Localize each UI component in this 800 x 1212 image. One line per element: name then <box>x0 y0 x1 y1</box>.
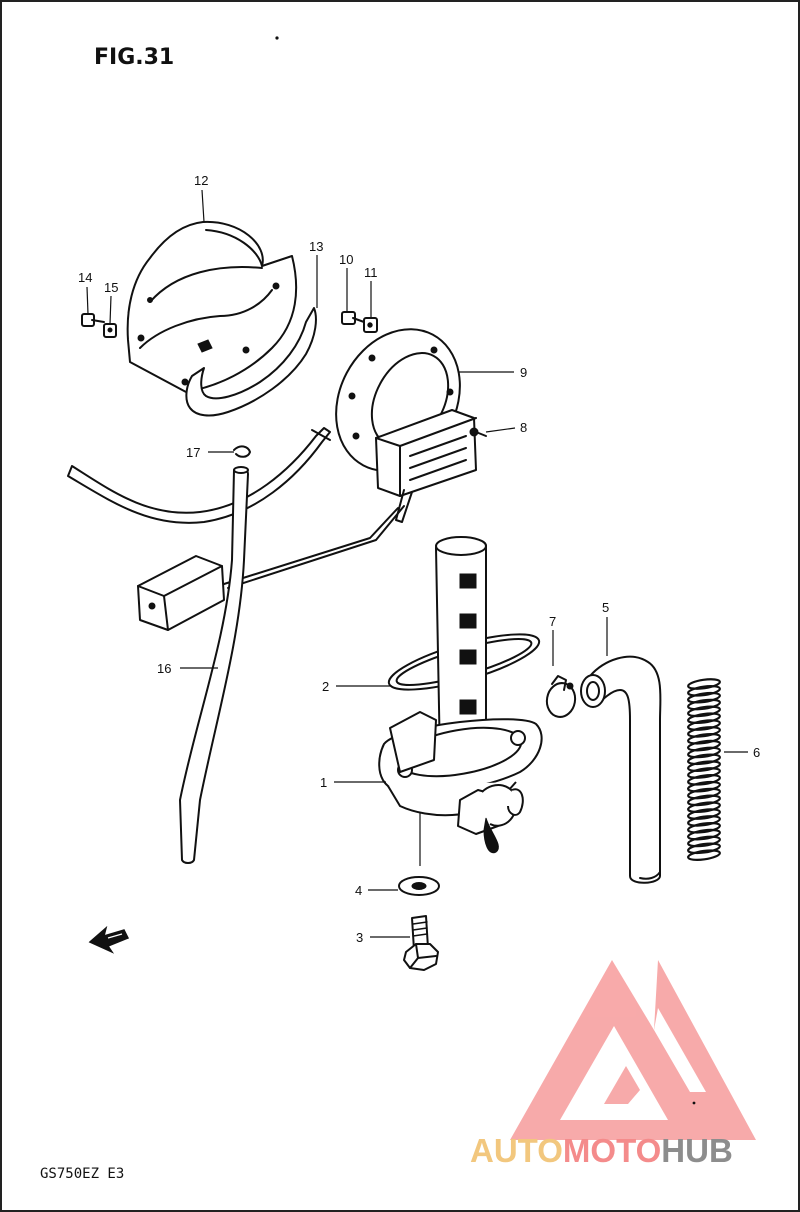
part-10-screw <box>341 311 365 325</box>
callout-16: 16 <box>157 661 171 676</box>
part-5-fuel-hose <box>580 655 662 884</box>
spring-coil <box>687 821 721 834</box>
spring-coil <box>687 808 721 820</box>
spring-coil <box>687 739 721 752</box>
part-1-fuel-cock <box>378 536 543 866</box>
front-direction-arrow-icon <box>88 925 130 954</box>
spring-coil <box>687 801 721 814</box>
part-17-clip <box>233 445 251 458</box>
part-4-washer <box>398 876 440 896</box>
spring-coil <box>687 780 721 793</box>
part-3-bolt <box>403 915 439 971</box>
watermark-hub: HUB <box>661 1132 733 1169</box>
speck <box>692 1101 696 1105</box>
part-8-sender-unit <box>375 409 487 523</box>
spring-coil <box>687 691 721 704</box>
float-arm-and-float <box>137 505 405 631</box>
part-13-gasket <box>185 307 317 417</box>
part-11-washer <box>363 317 378 333</box>
callout-14: 14 <box>78 270 92 285</box>
watermark-moto: MOTO <box>563 1132 661 1169</box>
spring-coil <box>687 835 721 848</box>
callout-13: 13 <box>309 239 323 254</box>
spring-coil <box>687 794 721 807</box>
callout-leaders <box>86 189 748 938</box>
spring-coil <box>687 849 721 861</box>
spring-coil <box>687 746 721 759</box>
spring-coil <box>687 753 721 766</box>
figure-title: FIG.31 <box>94 45 174 70</box>
part-15-washer <box>103 323 117 338</box>
spring-coil <box>687 705 721 718</box>
spring-coil <box>687 760 721 772</box>
spring-coil <box>687 719 721 731</box>
callout-17: 17 <box>186 445 200 460</box>
triangle-logo-icon <box>510 960 756 1140</box>
callout-9: 9 <box>520 365 527 380</box>
part-6-spring <box>687 678 721 861</box>
spring-coil <box>687 787 721 800</box>
watermark-text: AUTOMOTOHUB <box>470 1132 733 1169</box>
spring-coil <box>687 774 721 786</box>
callout-3: 3 <box>356 930 363 945</box>
callout-7: 7 <box>549 614 556 629</box>
callout-15: 15 <box>104 280 118 295</box>
callout-1: 1 <box>320 775 327 790</box>
callout-5: 5 <box>602 600 609 615</box>
spring-coil <box>687 842 721 855</box>
callout-11: 11 <box>364 265 378 280</box>
spring-coil <box>687 698 721 711</box>
spring-coil <box>687 712 721 725</box>
part-12-cover <box>126 220 298 393</box>
spring-coil <box>687 732 721 745</box>
callout-6: 6 <box>753 745 760 760</box>
callout-labels: 12 14 15 13 10 11 9 8 17 16 2 1 7 5 6 4 … <box>78 173 760 945</box>
spring-coil <box>687 828 721 841</box>
spring-coil <box>687 678 721 690</box>
spring-coil <box>687 767 721 779</box>
part-14-bolt <box>81 313 105 327</box>
model-code: GS750EZ E3 <box>40 1166 124 1182</box>
callout-8: 8 <box>520 420 527 435</box>
part-16-hose <box>179 466 249 864</box>
spring-coil <box>687 815 721 827</box>
part-7-clamp <box>545 675 577 718</box>
callout-10: 10 <box>339 252 353 267</box>
callout-2: 2 <box>322 679 329 694</box>
watermark-auto: AUTO <box>470 1132 563 1169</box>
callout-4: 4 <box>355 883 362 898</box>
callout-12: 12 <box>194 173 208 188</box>
speck <box>275 36 279 40</box>
spring-coil <box>687 685 721 697</box>
spring-coil <box>687 726 721 738</box>
sender-wire <box>67 427 331 524</box>
